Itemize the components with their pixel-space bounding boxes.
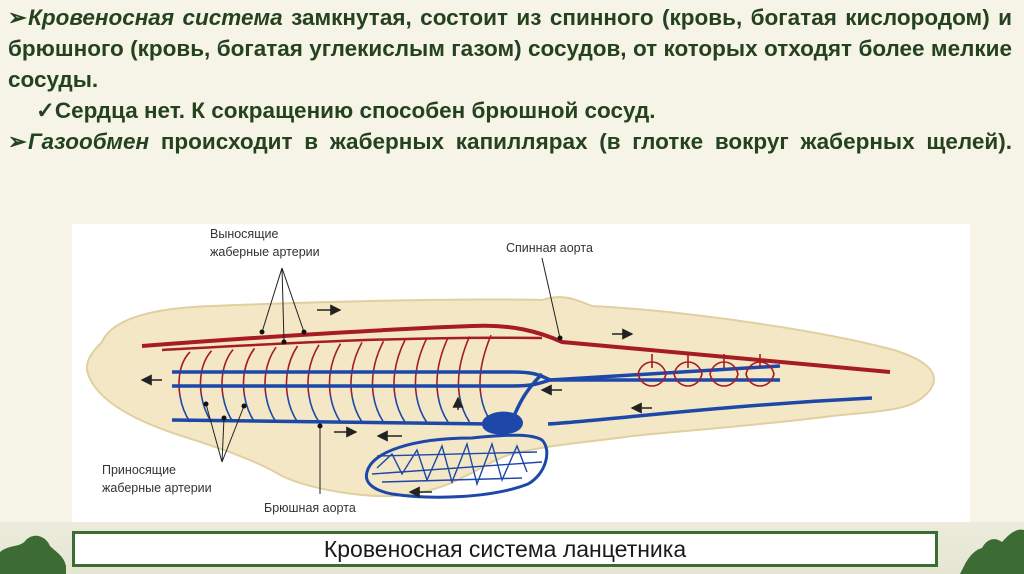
paragraph-no-heart: ✓Сердца нет. К сокращению способен брюшн…: [36, 95, 1012, 126]
checkmark-icon: ✓: [36, 98, 55, 123]
label-afferent-line1: Приносящие: [102, 463, 176, 477]
figure-caption: Кровеносная система ланцетника: [72, 531, 938, 567]
term-gas-exchange: Газообмен: [28, 129, 149, 154]
text-block: ➢Кровеносная система замкнутая, состоит …: [8, 2, 1012, 188]
term-circulatory-system: Кровеносная система: [28, 5, 283, 30]
animal-silhouette-icon: [0, 522, 70, 574]
label-efferent-line1: Выносящие: [210, 227, 278, 241]
arrow-bullet-icon: ➢: [8, 126, 28, 157]
lancelet-circulation-diagram: Выносящие жаберные артерии Спинная аорта…: [72, 224, 970, 522]
label-afferent-line2: жаберные артерии: [102, 481, 212, 495]
label-dorsal-aorta: Спинная аорта: [506, 241, 593, 255]
label-efferent-line2: жаберные артерии: [210, 245, 320, 259]
label-ventral-aorta: Брюшная аорта: [264, 501, 356, 515]
animal-silhouette-icon: [934, 522, 1024, 574]
diagram-svg: Выносящие жаберные артерии Спинная аорта…: [72, 224, 970, 522]
paragraph-text: происходит в жаберных капиллярах (в глот…: [149, 129, 1012, 154]
arrow-bullet-icon: ➢: [8, 2, 28, 33]
paragraph-text: Сердца нет. К сокращению способен брюшно…: [55, 98, 656, 123]
paragraph-gas-exchange: ➢Газообмен происходит в жаберных капилля…: [8, 126, 1012, 188]
paragraph-circulatory-system: ➢Кровеносная система замкнутая, состоит …: [8, 2, 1012, 95]
